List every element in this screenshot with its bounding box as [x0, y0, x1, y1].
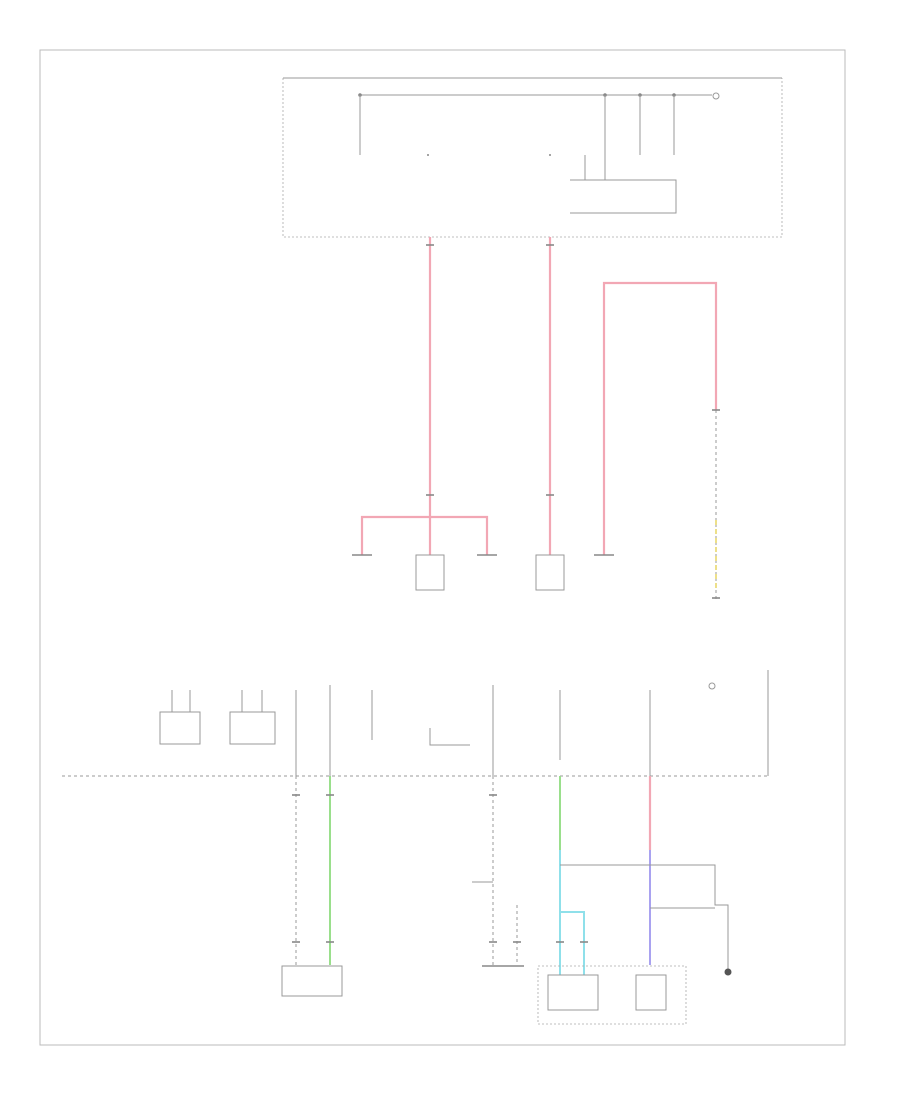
component-box — [281, 965, 343, 997]
component-box — [415, 554, 445, 591]
component-group — [537, 965, 687, 1025]
component-box — [635, 974, 667, 1011]
ground-icon — [724, 968, 732, 976]
lower-components — [281, 965, 732, 1025]
component-box — [535, 554, 565, 591]
upper-fuse-box — [282, 77, 783, 238]
diagram-frame — [39, 49, 846, 1046]
lower-wires — [292, 776, 729, 975]
component-box — [547, 974, 599, 1011]
lower-fuse-box — [62, 670, 769, 777]
upper-components — [352, 554, 614, 591]
upper-wires — [360, 237, 720, 600]
